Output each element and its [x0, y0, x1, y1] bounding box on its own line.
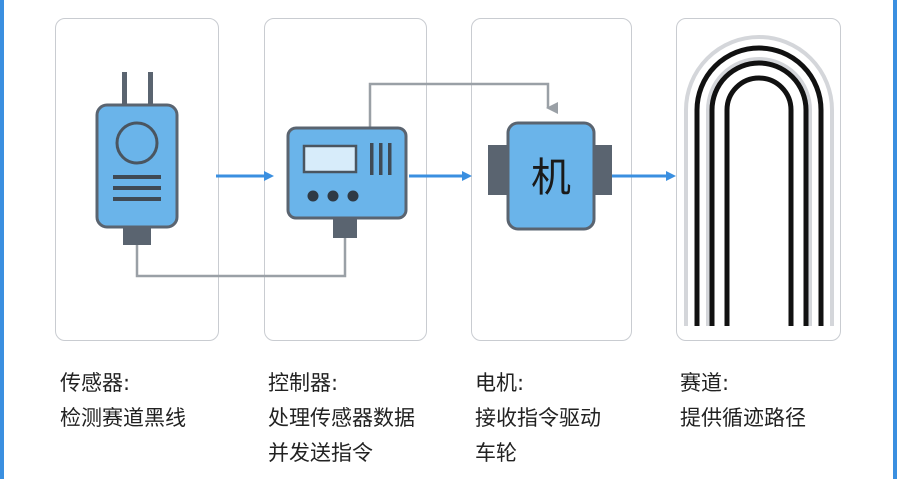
motor-glyph: 机	[531, 155, 571, 201]
right-edge-bar	[893, 0, 897, 479]
motor-caption-title: 电机:	[475, 371, 525, 395]
controller-caption-line: 处理传感器数据	[268, 406, 415, 430]
controller-caption-line: 并发送指令	[268, 441, 373, 465]
controller-icon	[286, 126, 408, 238]
track-caption: 赛道: 提供循迹路径	[680, 366, 870, 436]
motor-caption-line: 接收指令驱动	[475, 406, 601, 430]
sensor-icon	[95, 72, 179, 245]
track-icon	[684, 35, 834, 326]
controller-caption: 控制器: 处理传感器数据 并发送指令	[268, 366, 458, 471]
track-caption-title: 赛道:	[680, 371, 730, 395]
track-caption-line: 提供循迹路径	[680, 406, 806, 430]
motor-caption-line: 车轮	[475, 441, 517, 465]
controller-to-motor-wire	[368, 82, 558, 128]
controller-caption-title: 控制器:	[268, 371, 339, 395]
sensor-caption: 传感器: 检测赛道黑线	[60, 366, 250, 436]
sensor-caption-line: 检测赛道黑线	[60, 406, 186, 430]
left-edge-bar	[0, 0, 4, 479]
motor-icon: 机	[488, 121, 612, 231]
sensor-caption-title: 传感器:	[60, 371, 131, 395]
sensor-to-controller-wire	[135, 238, 347, 278]
motor-caption: 电机: 接收指令驱动 车轮	[475, 366, 665, 471]
